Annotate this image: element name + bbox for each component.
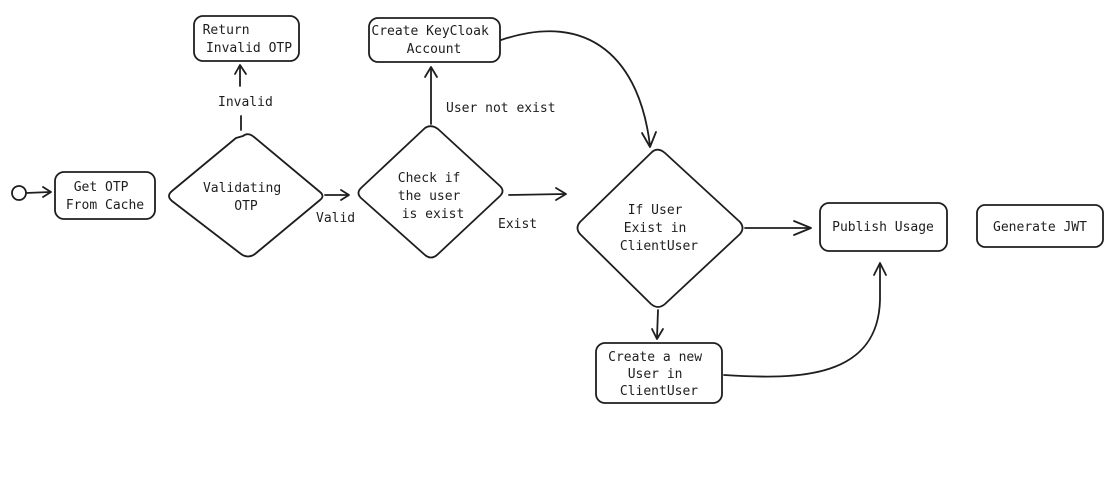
node-if-user-exist-in-clientuser: If User Exist in ClientUser bbox=[576, 148, 744, 308]
edge-label-valid: Valid bbox=[316, 211, 355, 226]
start-node bbox=[11, 185, 27, 201]
node-publish-usage: Publish Usage bbox=[819, 202, 948, 252]
node-create-new-user-label: Create a new User in ClientUser bbox=[608, 350, 710, 399]
edge-validating-to-return-invalid: Invalid bbox=[218, 64, 273, 131]
edge-if-user-exist-to-create-new-user bbox=[651, 309, 664, 340]
node-if-user-exist-label: If User Exist in ClientUser bbox=[620, 203, 698, 254]
edge-create-keycloak-to-if-user-exist bbox=[500, 30, 657, 148]
edge-check-user-to-create-keycloak: User not exist bbox=[424, 66, 556, 125]
node-return-invalid-otp: Return Invalid OTP bbox=[193, 15, 300, 62]
node-validating-otp: Validating OTP bbox=[168, 133, 324, 258]
node-create-new-user: Create a new User in ClientUser bbox=[595, 342, 723, 404]
edge-if-user-exist-to-publish-usage bbox=[744, 220, 812, 236]
node-validating-otp-label: Validating OTP bbox=[203, 181, 289, 214]
node-generate-jwt-label: Generate JWT bbox=[993, 220, 1087, 235]
edge-label-user-not-exist: User not exist bbox=[446, 101, 556, 116]
edge-create-new-user-to-publish-usage bbox=[723, 262, 887, 378]
edge-validating-to-check-user: Valid bbox=[316, 189, 355, 226]
edge-label-invalid: Invalid bbox=[218, 95, 273, 110]
node-create-keycloak-account: Create KeyCloak Account bbox=[368, 17, 501, 63]
nodes: Get OTP From Cache Validating OTP Return… bbox=[11, 15, 1104, 404]
node-check-user-exist: Check if the user is exist bbox=[357, 125, 504, 259]
node-check-user-label: Check if the user is exist bbox=[398, 171, 468, 222]
edges: Invalid Valid User not exist Exist bbox=[25, 30, 887, 378]
edge-start-to-get-otp bbox=[25, 186, 52, 198]
node-get-otp-from-cache: Get OTP From Cache bbox=[54, 171, 156, 220]
node-create-keycloak-label: Create KeyCloak Account bbox=[371, 24, 496, 57]
node-return-invalid-label: Return Invalid OTP bbox=[203, 23, 293, 56]
node-generate-jwt: Generate JWT bbox=[976, 204, 1104, 248]
node-get-otp-label: Get OTP From Cache bbox=[66, 180, 144, 213]
edge-label-exist: Exist bbox=[498, 217, 537, 232]
node-publish-usage-label: Publish Usage bbox=[832, 220, 934, 235]
edge-check-user-exist: Exist bbox=[498, 187, 567, 232]
